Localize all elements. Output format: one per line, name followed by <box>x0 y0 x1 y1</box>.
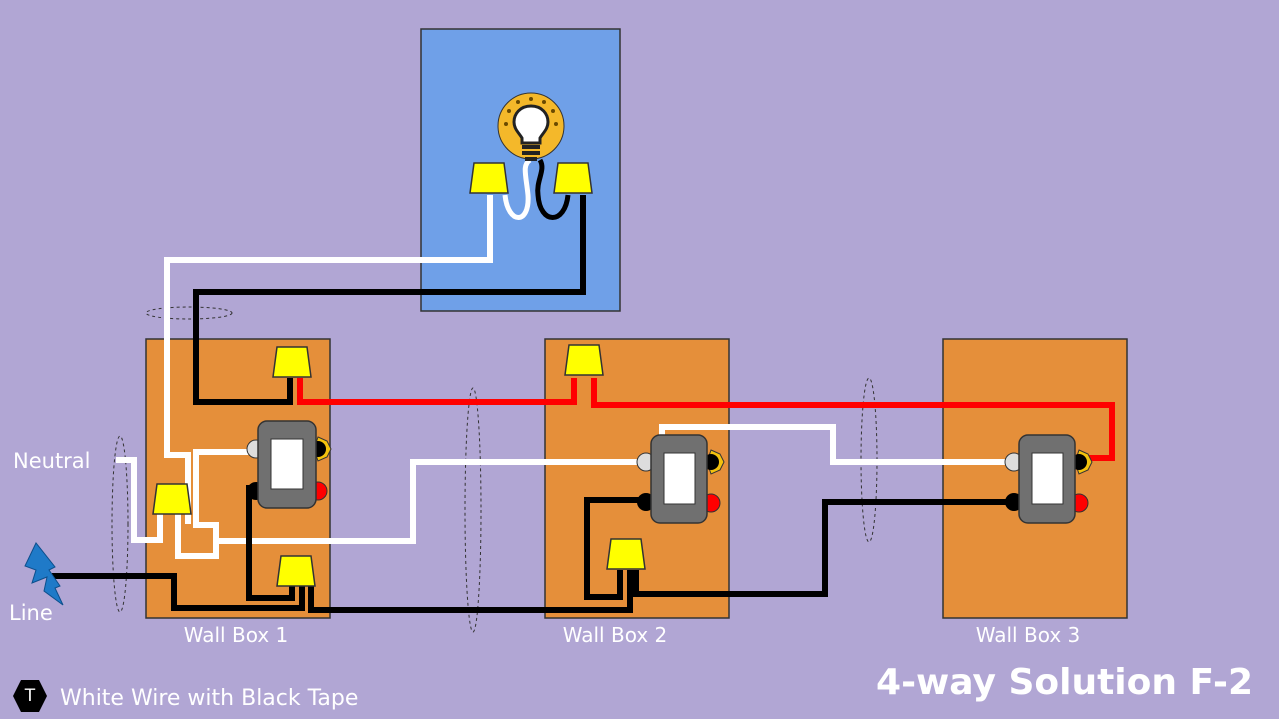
lightning-bolt-icon <box>24 542 64 606</box>
line-label: Line <box>9 601 53 625</box>
wire-nut <box>469 162 509 194</box>
legend: T White Wire with Black Tape <box>12 680 359 715</box>
hot-wire <box>584 497 652 600</box>
legend-marker-text: T <box>24 686 36 706</box>
wall-box-3-label: Wall Box 3 <box>975 623 1081 647</box>
fixture-box <box>420 28 621 312</box>
wire-nut <box>564 344 604 376</box>
switch-1 <box>246 420 332 509</box>
legend-text: White Wire with Black Tape <box>60 685 359 711</box>
light-bulb-icon <box>497 92 565 161</box>
wire-nut <box>272 346 312 378</box>
wire-nut <box>276 555 316 587</box>
traveler-wire <box>297 378 577 405</box>
neutral-label: Neutral <box>13 449 91 473</box>
cable-group-ellipse <box>145 306 233 320</box>
hot-wire <box>308 570 633 613</box>
hot-wire <box>193 195 586 405</box>
neutral-wire <box>164 195 493 524</box>
wall-box-2-label: Wall Box 2 <box>562 623 668 647</box>
lamp-hot-lead <box>535 158 571 220</box>
hot-wire <box>633 499 1017 597</box>
wire-nut <box>553 162 593 194</box>
traveler-wire <box>591 378 1115 461</box>
hexagon-tape-marker-icon <box>13 680 47 712</box>
lamp-neutral-lead <box>502 157 532 220</box>
neutral-wire <box>116 457 163 543</box>
wall-box-1-label: Wall Box 1 <box>183 623 289 647</box>
neutral-wire <box>659 424 1017 465</box>
neutral-wire <box>216 459 643 544</box>
cable-group-ellipse <box>111 435 129 613</box>
wire-nut <box>606 538 646 570</box>
switch-3 <box>1004 434 1093 524</box>
switch-2 <box>636 434 725 524</box>
diagram-title: 4-way Solution F-2 <box>876 662 1253 703</box>
neutral-wire <box>175 449 262 559</box>
cable-group-ellipse <box>464 387 482 633</box>
wire-nut <box>152 483 192 515</box>
line-hot-wire <box>52 573 305 611</box>
